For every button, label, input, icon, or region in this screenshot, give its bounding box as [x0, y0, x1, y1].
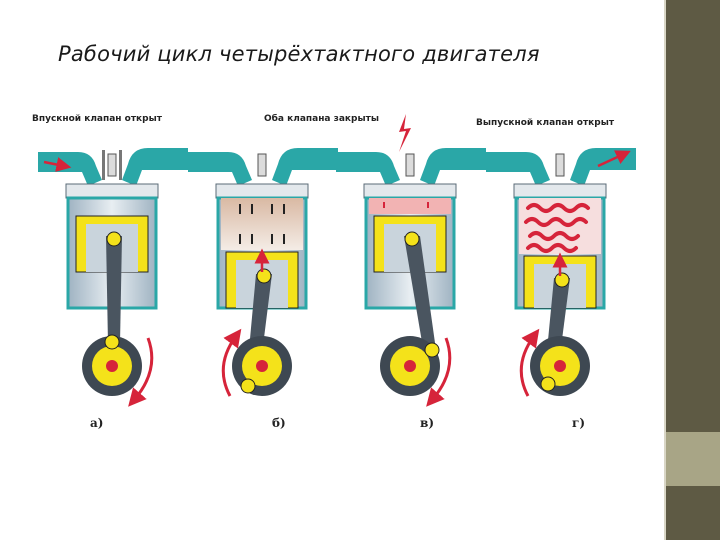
spark-bolt-icon — [399, 114, 411, 152]
cylinder-head — [513, 183, 607, 199]
intake-manifold — [188, 152, 252, 186]
right-rail-edge — [664, 0, 666, 540]
exhaust-manifold — [570, 148, 636, 186]
spark-plug-icon — [257, 153, 267, 177]
rotation-arrow — [426, 337, 452, 407]
connecting-rod — [106, 236, 122, 344]
panel-power: в) — [336, 148, 486, 430]
ignition-gas — [369, 198, 451, 214]
piston-pin — [256, 268, 272, 284]
intake-manifold — [38, 152, 102, 186]
panel-letter-d: г) — [572, 416, 585, 430]
spark-plug-icon — [555, 153, 565, 177]
exhaust-manifold — [122, 148, 188, 186]
crank-pin — [104, 334, 120, 350]
flame-shapes — [524, 203, 590, 253]
label-intake-valve-open: Впускной клапан открыт — [32, 114, 163, 124]
cylinder-head — [215, 183, 309, 199]
compressed-gas — [221, 198, 303, 250]
rotation-arrow — [128, 337, 154, 407]
exhaust-manifold — [420, 148, 486, 186]
exhaust-manifold — [272, 148, 338, 186]
spark-plug-icon — [107, 153, 117, 177]
panel-exhaust: г) — [486, 148, 636, 430]
flow-arrow — [597, 150, 631, 168]
crank-pin — [424, 342, 440, 358]
label-both-valves-closed: Оба клапана закрыты — [264, 113, 379, 124]
rotation-arrow — [221, 328, 242, 397]
panel-letter-b: б) — [272, 416, 286, 430]
slide-title: Рабочий цикл четырёхтактного двигателя — [58, 42, 540, 66]
flow-arrow — [43, 157, 72, 172]
panel-intake: а) — [38, 148, 188, 430]
panel-letter-c: в) — [420, 416, 434, 430]
slide: Рабочий цикл четырёхтактного двигателя В… — [32, 42, 636, 430]
right-rail-accent — [666, 432, 720, 486]
crank-pin — [240, 378, 256, 394]
piston-pin — [106, 231, 122, 247]
intake-manifold — [336, 152, 400, 186]
connecting-rod — [404, 236, 436, 354]
rotation-arrow — [519, 328, 540, 397]
cylinder-head — [65, 183, 159, 199]
panel-letter-a: а) — [90, 416, 103, 430]
panel-compression: б) — [188, 148, 338, 430]
label-exhaust-valve-open: Выпускной клапан открыт — [476, 118, 615, 128]
piston-pin — [554, 272, 570, 288]
cylinder-head — [363, 183, 457, 199]
spark-plug-icon — [405, 153, 415, 177]
crank-pin — [540, 376, 556, 392]
intake-manifold — [486, 152, 550, 186]
piston-pin — [404, 231, 420, 247]
four-stroke-diagram: Впускной клапан открыт Оба клапана закры… — [32, 113, 636, 430]
